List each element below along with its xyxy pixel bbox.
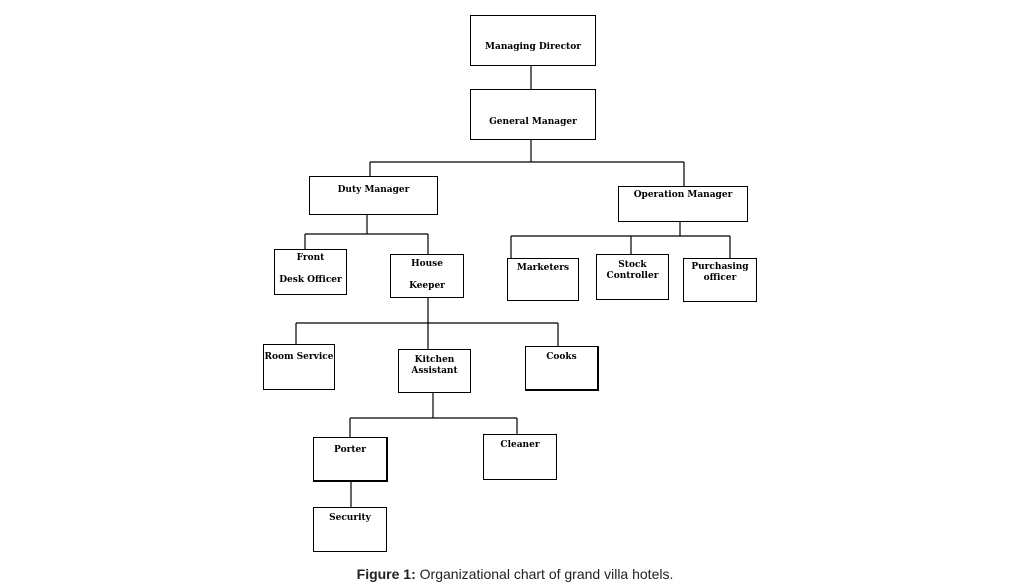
figure-caption-text: Organizational chart of grand villa hote… (415, 566, 674, 582)
node-label: Cleaner (500, 440, 540, 450)
node-cooks: Cooks (525, 346, 599, 391)
node-general-manager: General Manager (470, 89, 596, 140)
node-house-keeper: House Keeper (390, 254, 464, 298)
node-label-line-2: Controller (606, 271, 659, 282)
connector-lines (295, 66, 731, 507)
node-label: Room Service (264, 352, 334, 362)
node-label: Security (329, 513, 371, 523)
figure-caption-label: Figure 1: (356, 566, 416, 582)
node-kitchen-assistant: Kitchen Assistant (398, 349, 471, 393)
node-label-line-1: Kitchen (414, 355, 455, 365)
node-label: Porter (334, 445, 366, 455)
node-operation-manager: Operation Manager (618, 186, 748, 222)
node-label-line-2: Keeper (409, 281, 445, 292)
node-label-line-2: Desk Officer (279, 275, 342, 286)
node-front-desk-officer: Front Desk Officer (274, 249, 347, 295)
org-chart: Managing Director General Manager Duty M… (263, 15, 757, 552)
node-marketers: Marketers (507, 258, 579, 301)
node-label-line-2: Assistant (411, 366, 458, 377)
node-label: Managing Director (485, 42, 581, 52)
node-security: Security (313, 507, 387, 552)
node-managing-director: Managing Director (470, 15, 596, 66)
node-stock-controller: Stock Controller (596, 254, 669, 300)
node-label-line-1: Front (296, 253, 325, 263)
node-label-line-1: Stock (618, 260, 647, 270)
node-label-line-1: House (411, 259, 443, 269)
node-label: Marketers (516, 263, 570, 273)
figure-caption: Figure 1: Organizational chart of grand … (0, 566, 1030, 582)
node-room-service: Room Service (263, 344, 335, 390)
node-label: Duty Manager (337, 185, 410, 195)
node-label-line-2: officer (703, 273, 737, 284)
node-label: Operation Manager (633, 190, 733, 200)
node-label: General Manager (489, 117, 577, 127)
node-cleaner: Cleaner (483, 434, 557, 480)
node-porter: Porter (313, 437, 388, 482)
node-duty-manager: Duty Manager (309, 176, 438, 215)
node-label-line-1: Purchasing (691, 262, 749, 272)
node-purchasing-officer: Purchasing officer (683, 258, 757, 302)
node-label: Cooks (546, 352, 577, 362)
